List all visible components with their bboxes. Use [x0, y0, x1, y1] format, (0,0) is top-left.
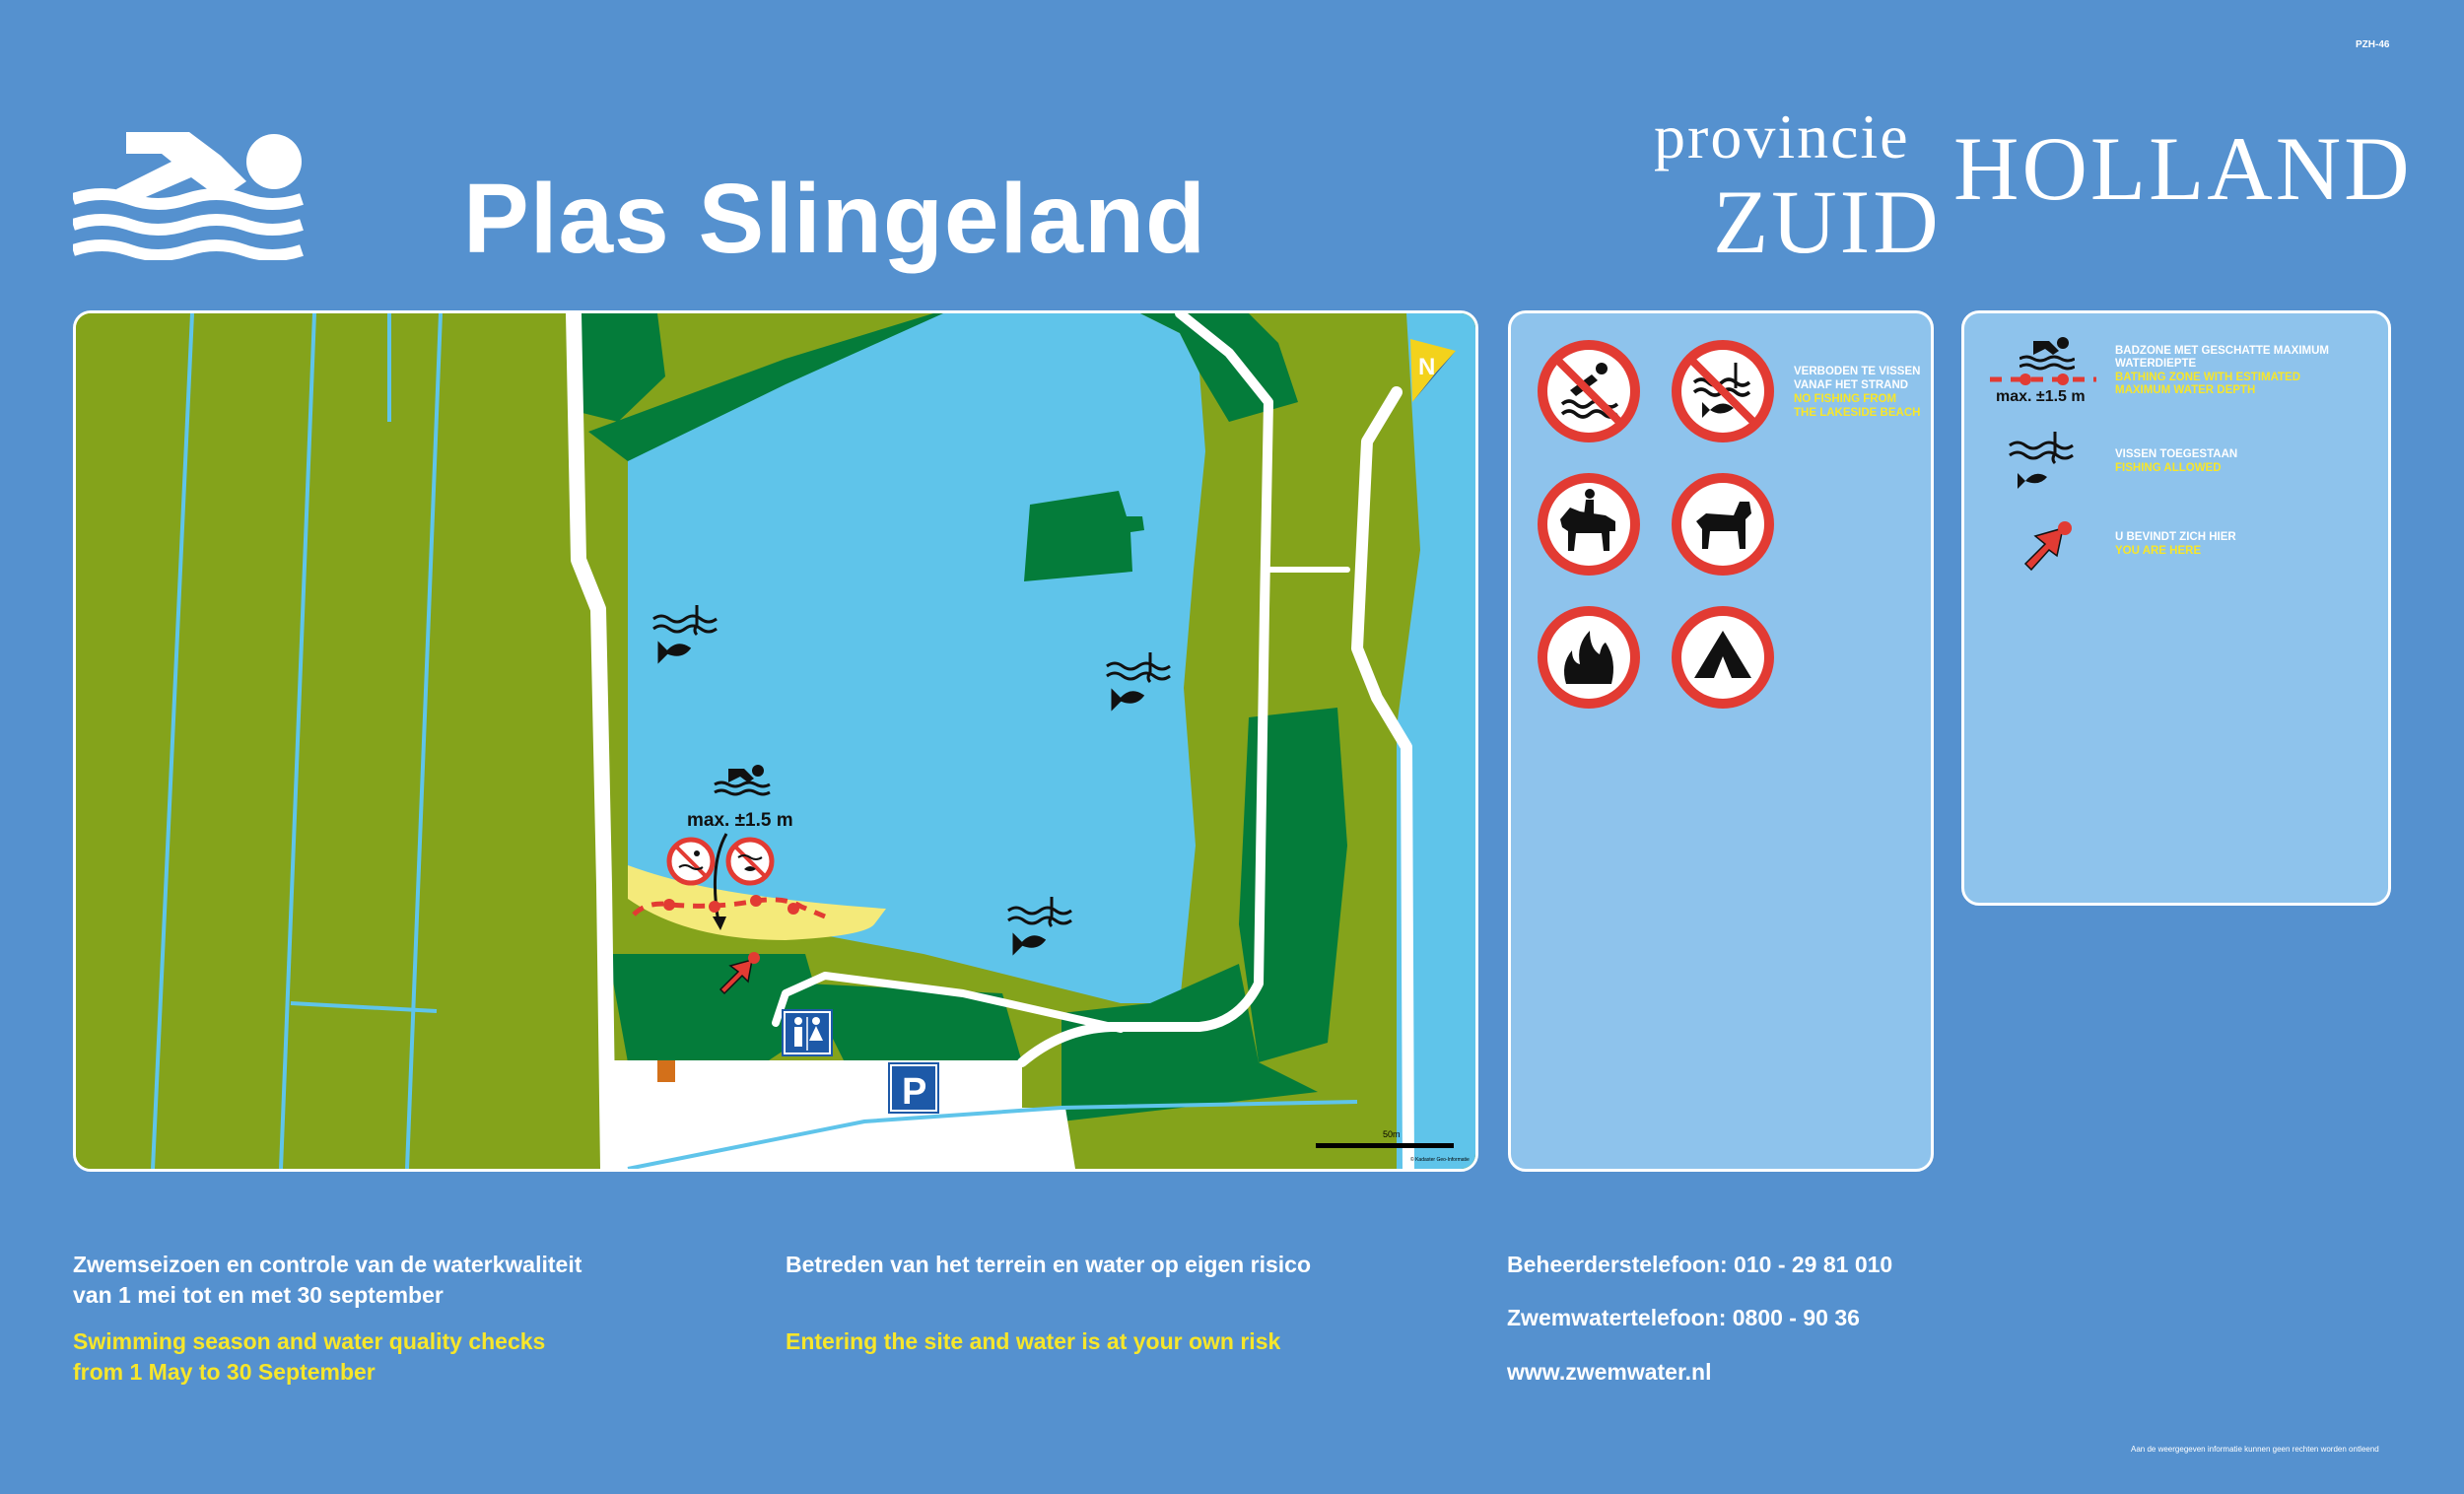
- toilet-icon: [782, 1009, 833, 1056]
- risk-en: Entering the site and water is at your o…: [786, 1328, 1281, 1354]
- you-are-here-icon: [719, 952, 760, 995]
- no-horses-sign: [1538, 473, 1640, 576]
- swimmer-logo-icon: [73, 132, 304, 260]
- parking-area: [608, 1060, 1075, 1169]
- svg-text:P: P: [902, 1071, 926, 1113]
- legend-location-en: YOU ARE HERE: [2115, 545, 2202, 557]
- season-en-line1: Swimming season and water quality checks: [73, 1328, 546, 1354]
- website-link[interactable]: www.zwemwater.nl: [1507, 1359, 1712, 1385]
- legend-fishing-en: FISHING ALLOWED: [2115, 462, 2222, 474]
- lake: [628, 313, 1205, 1003]
- site-map: N 50m © Kadaster Geo-Informatie: [76, 313, 1475, 1169]
- forest-strip: [588, 313, 943, 461]
- no-dogs-sign: [1672, 473, 1774, 576]
- forest-south: [1061, 964, 1318, 1121]
- legend-depth-label: max. ±1.5 m: [1996, 388, 2086, 405]
- no-fishing-note-en-2: THE LAKESIDE BEACH: [1794, 407, 1921, 419]
- forest-toilets: [805, 984, 1022, 1062]
- swimmer-icon: [714, 765, 771, 796]
- no-fishing-sign: [725, 837, 775, 886]
- east-canal: [1397, 313, 1475, 1169]
- no-diving-sign: [1538, 340, 1640, 442]
- legend-bathing-en-2: MAXIMUM WATER DEPTH: [2115, 384, 2256, 396]
- season-nl-line2: van 1 mei tot en met 30 september: [73, 1282, 444, 1308]
- legend-you-are-here-icon: [2023, 521, 2072, 572]
- legend-fishing-icon: [2009, 432, 2074, 489]
- scale-bar: [1316, 1143, 1454, 1148]
- manager-phone: Beheerderstelefoon: 010 - 29 81 010: [1507, 1252, 1893, 1277]
- legend-location-nl: U BEVINDT ZICH HIER: [2115, 531, 2236, 543]
- season-nl-line1: Zwemseizoen en controle van de waterkwal…: [73, 1252, 582, 1277]
- brand-provincie: provincie: [1654, 102, 1910, 171]
- sign-code: PZH-46: [2356, 39, 2390, 50]
- disclaimer: Aan de weergegeven informatie kunnen gee…: [2131, 1445, 2379, 1454]
- scale-label: 50m: [1383, 1129, 1401, 1139]
- brand-holland: HOLLAND: [1953, 118, 2413, 219]
- rules-panel: VERBODEN TE VISSEN VANAF HET STRAND NO F…: [1508, 310, 1934, 1172]
- no-fishing-note-en-1: NO FISHING FROM: [1794, 393, 1897, 405]
- north-arrow-icon: [1410, 339, 1456, 402]
- no-camping-sign: [1672, 606, 1774, 709]
- roads: [566, 313, 1414, 1169]
- island: [1024, 491, 1144, 581]
- parking-icon: P: [888, 1062, 939, 1114]
- south-ditch: [627, 1100, 1358, 1169]
- no-fires-sign: [1538, 606, 1640, 709]
- fishing-allowed-icon: [1106, 652, 1171, 712]
- north-label: N: [1418, 354, 1435, 380]
- forest-west: [569, 313, 665, 422]
- legend-bathing-nl-1: BADZONE MET GESCHATTE MAXIMUM: [2115, 345, 2330, 357]
- season-en-line2: from 1 May to 30 September: [73, 1359, 376, 1385]
- legend-fishing-nl: VISSEN TOEGESTAAN: [2115, 448, 2238, 460]
- risk-nl: Betreden van het terrein en water op eig…: [786, 1252, 1311, 1277]
- map-copyright: © Kadaster Geo-Informatie: [1410, 1156, 1470, 1163]
- orange-marker: [657, 1060, 675, 1082]
- legend-bathing-nl-2: WATERDIEPTE: [2115, 358, 2197, 370]
- ditches: [151, 313, 443, 1169]
- map-panel: N 50m © Kadaster Geo-Informatie: [73, 310, 1478, 1172]
- fishing-allowed-icon: [652, 605, 718, 664]
- page-title: Plas Slingeland: [463, 164, 1207, 274]
- brand-zuid: ZUID: [1713, 171, 1942, 272]
- water-phone: Zwemwatertelefoon: 0800 - 90 36: [1507, 1305, 1860, 1330]
- legend-panel: max. ±1.5 m BADZONE MET GESCHATTE MAXIMU…: [1961, 310, 2391, 906]
- no-fishing-note-nl-2: VANAF HET STRAND: [1794, 379, 1909, 391]
- forest-southwest: [608, 954, 825, 1062]
- no-fishing-note-nl-1: VERBODEN TE VISSEN: [1794, 366, 1921, 377]
- fishing-allowed-icon: [1007, 897, 1072, 956]
- no-diving-sign: [666, 837, 716, 886]
- legend-bathing-en-1: BATHING ZONE WITH ESTIMATED: [2115, 372, 2301, 383]
- legend-swimmer-icon: [2019, 337, 2075, 371]
- map-depth-label: max. ±1.5 m: [687, 810, 793, 831]
- legend-bathing-zone-line: [1990, 374, 2096, 385]
- no-fishing-sign: [1672, 340, 1774, 442]
